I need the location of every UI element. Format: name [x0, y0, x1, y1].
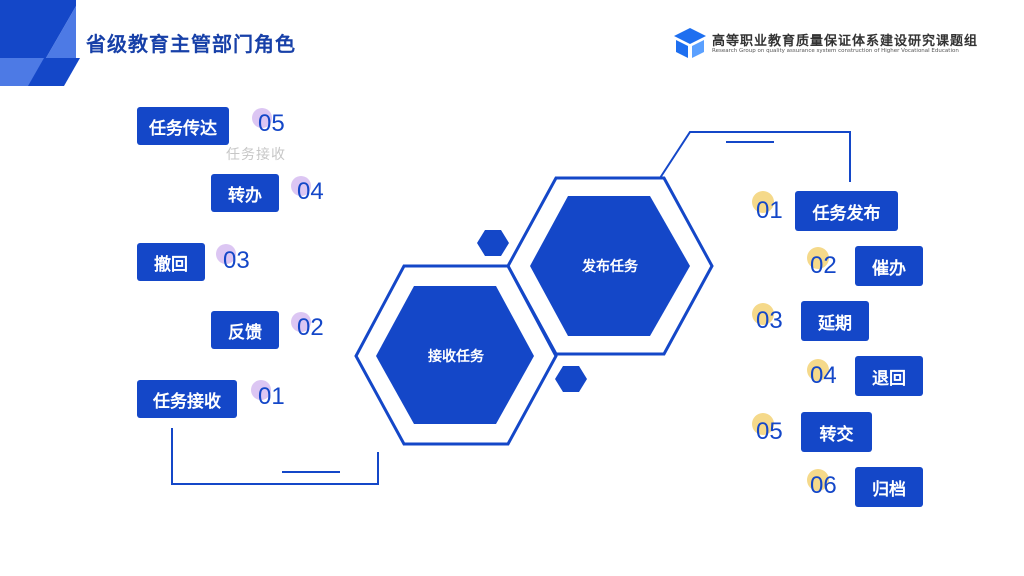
- right-item-urge: 催办: [855, 246, 923, 286]
- left-num-04: 04: [297, 178, 324, 205]
- ghost-text: 任务接收: [226, 147, 286, 163]
- left-item-withdraw: 撤回: [137, 243, 205, 281]
- left-item-task-relay: 任务传达: [137, 107, 229, 145]
- right-item-archive: 归档: [855, 467, 923, 507]
- dot-left-01: [251, 380, 271, 400]
- right-item-handover: 转交: [801, 412, 872, 452]
- corner-decoration-dark: [0, 0, 76, 58]
- logo-title: 高等职业教育质量保证体系建设研究课题组: [712, 34, 979, 49]
- right-item-return: 退回: [855, 356, 923, 396]
- left-connector-line: [171, 428, 379, 485]
- right-num-01: 01: [756, 197, 783, 224]
- left-item-task-receive: 任务接收: [137, 380, 237, 418]
- right-num-05: 05: [756, 418, 783, 445]
- receive-hex-fill: [376, 286, 534, 424]
- right-connector-line: [659, 131, 851, 182]
- publish-task-label: 发布任务: [582, 259, 638, 275]
- dot-left-03: [216, 244, 236, 264]
- right-item-postpone: 延期: [801, 301, 869, 341]
- logo-subtitle: Research Group on quality assurance syst…: [712, 48, 959, 54]
- left-num-01: 01: [258, 383, 285, 410]
- publish-hex-fill: [530, 196, 690, 336]
- right-item-task-publish: 任务发布: [795, 191, 898, 231]
- dot-right-01: [752, 191, 774, 213]
- dot-right-06: [807, 469, 829, 491]
- dot-right-03: [752, 303, 774, 325]
- page-title: 省级教育主管部门角色: [86, 32, 296, 56]
- small-hex-bottom: [555, 366, 587, 392]
- small-hex-top: [477, 230, 509, 256]
- dot-left-02: [291, 312, 311, 332]
- left-num-02: 02: [297, 314, 324, 341]
- right-num-03: 03: [756, 307, 783, 334]
- dot-right-04: [807, 359, 829, 381]
- right-num-06: 06: [810, 472, 837, 499]
- receive-task-label: 接收任务: [428, 349, 484, 365]
- right-num-04: 04: [810, 362, 837, 389]
- corner-decoration-accent: [28, 58, 80, 86]
- right-num-02: 02: [810, 252, 837, 279]
- left-item-transfer: 转办: [211, 174, 279, 212]
- left-num-05: 05: [258, 110, 285, 137]
- dot-right-02: [807, 247, 829, 269]
- left-item-feedback: 反馈: [211, 311, 279, 349]
- logo-icon: [674, 28, 706, 58]
- dot-right-05: [752, 413, 774, 435]
- dot-left-05: [252, 108, 272, 128]
- dot-left-04: [291, 176, 311, 196]
- left-num-03: 03: [223, 247, 250, 274]
